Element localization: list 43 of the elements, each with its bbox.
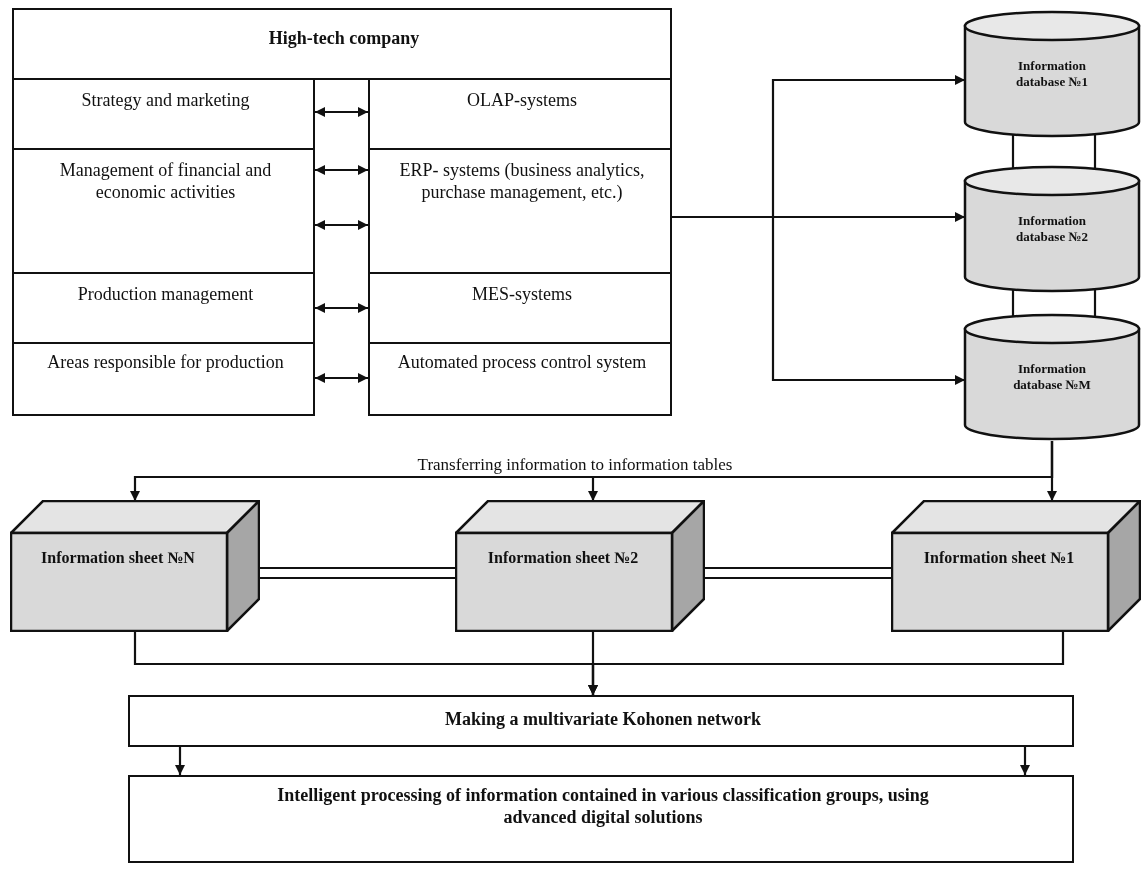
process-box xyxy=(368,342,672,416)
node-label: Automated process control system xyxy=(397,352,647,374)
note-text: Transferring information to information tables xyxy=(416,455,734,475)
process-box xyxy=(12,78,315,150)
node-label: High-tech company xyxy=(267,28,421,50)
arrow xyxy=(315,165,368,175)
node-label: Information sheet №N xyxy=(40,548,196,568)
node-label: Production management xyxy=(76,284,255,306)
node-label: Strategy and marketing xyxy=(80,90,251,112)
connector-line xyxy=(704,576,891,580)
arrow xyxy=(588,632,1065,695)
process-box xyxy=(128,695,1074,747)
arrow xyxy=(1047,441,1057,501)
node-label: Making a multivariate Kohonen network xyxy=(444,709,762,731)
process-box xyxy=(128,775,1074,863)
arrow xyxy=(175,747,185,775)
node-label: Areas responsible for production xyxy=(46,352,285,374)
process-box xyxy=(12,8,672,80)
node-label: Information sheet №1 xyxy=(922,548,1076,568)
arrow xyxy=(672,215,965,385)
node-label: Information database №2 xyxy=(1015,213,1089,245)
node-label: Intelligent processing of information contained in various classification groups, using advanced digital solutions xyxy=(276,785,930,829)
process-box xyxy=(368,78,672,150)
arrow xyxy=(315,373,368,383)
process-box xyxy=(368,148,672,274)
process-box xyxy=(12,272,315,344)
arrow xyxy=(315,303,368,313)
arrow xyxy=(1020,747,1030,775)
process-box xyxy=(12,148,315,274)
arrow xyxy=(315,107,368,117)
node-label: MES-systems xyxy=(471,284,573,306)
node-label: Information database №M xyxy=(1012,361,1092,393)
arrow xyxy=(315,220,368,230)
connector-line xyxy=(704,566,891,570)
process-box xyxy=(12,342,315,416)
node-label: Information sheet №2 xyxy=(486,548,640,568)
node-label: OLAP-systems xyxy=(466,90,578,112)
node-label: ERP- systems (business analytics, purchase management, etc.) xyxy=(398,160,646,204)
connector-line xyxy=(259,576,455,580)
node-label: Information database №1 xyxy=(1015,58,1089,90)
process-box xyxy=(368,272,672,344)
node-label: Management of financial and economic activities xyxy=(58,160,273,204)
connector-line xyxy=(259,566,455,570)
